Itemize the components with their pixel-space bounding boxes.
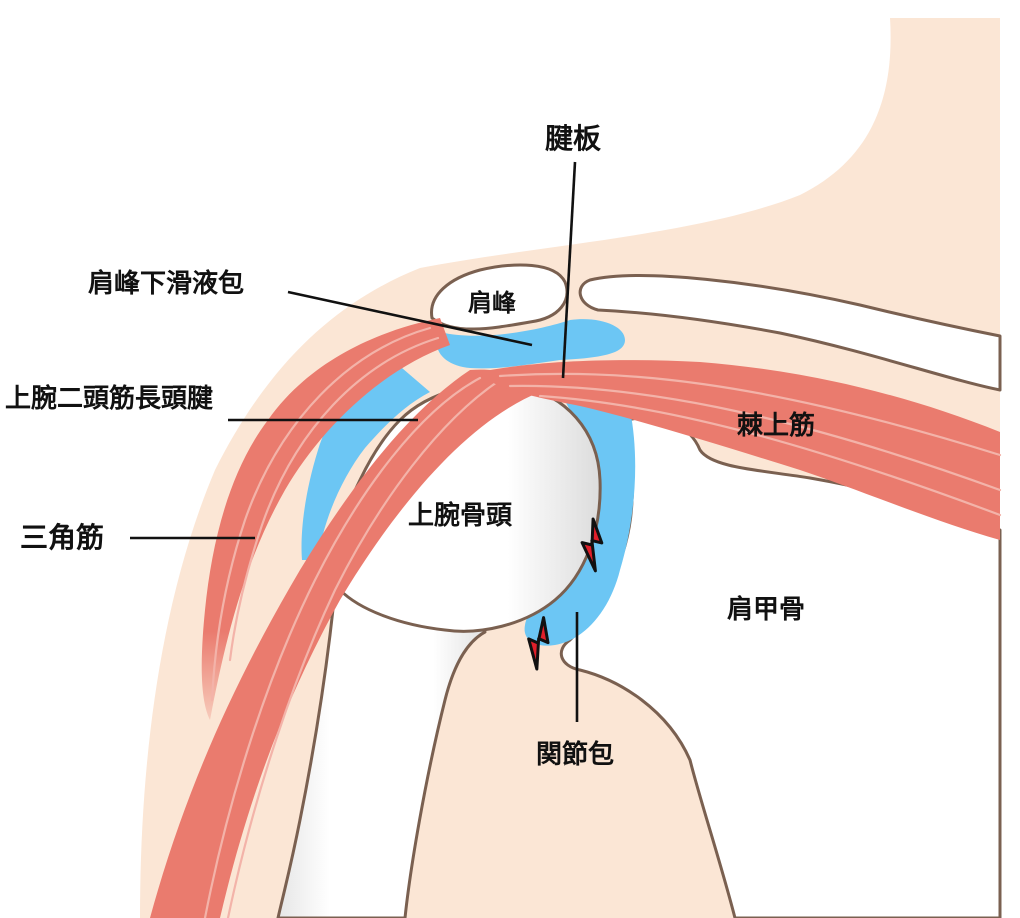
label-supraspinatus: 棘上筋	[737, 410, 815, 441]
deltoid-fibers	[210, 326, 432, 702]
leader-tendon-plate	[561, 161, 577, 379]
label-tendon-plate: 腱板	[545, 122, 601, 155]
leader-subacromial-bursa	[287, 290, 533, 347]
supraspinatus-fibers-3	[538, 394, 1002, 517]
label-scapula: 肩甲骨	[727, 594, 805, 625]
biceps-long-head-tendon	[150, 369, 540, 918]
clavicle	[578, 274, 1002, 392]
acromion	[430, 263, 569, 331]
label-joint-capsule: 関節包	[536, 739, 614, 770]
pain-lightning-icon-upper	[580, 517, 604, 573]
joint-capsule	[524, 391, 636, 646]
label-subacromial-bursa: 肩峰下滑液包	[88, 268, 244, 299]
deltoid-muscle	[201, 318, 450, 720]
supraspinatus-fibers	[498, 372, 1002, 457]
label-humeral-head: 上腕骨頭	[408, 500, 513, 531]
label-biceps-long-head-tendon: 上腕二頭筋長頭腱	[5, 383, 213, 414]
label-deltoid: 三角筋	[20, 521, 104, 554]
biceps-fibers-2	[226, 378, 502, 918]
supraspinatus-muscle	[480, 360, 1000, 540]
biceps-fibers	[203, 376, 482, 918]
humerus-shaft	[276, 588, 487, 918]
deltoid-fibers-2	[228, 336, 440, 662]
pain-lightning-icon-lower	[527, 616, 550, 671]
label-acromion: 肩峰	[468, 289, 516, 317]
supraspinatus-fibers-2	[508, 384, 1002, 492]
joint-capsule-bursa	[301, 362, 430, 560]
